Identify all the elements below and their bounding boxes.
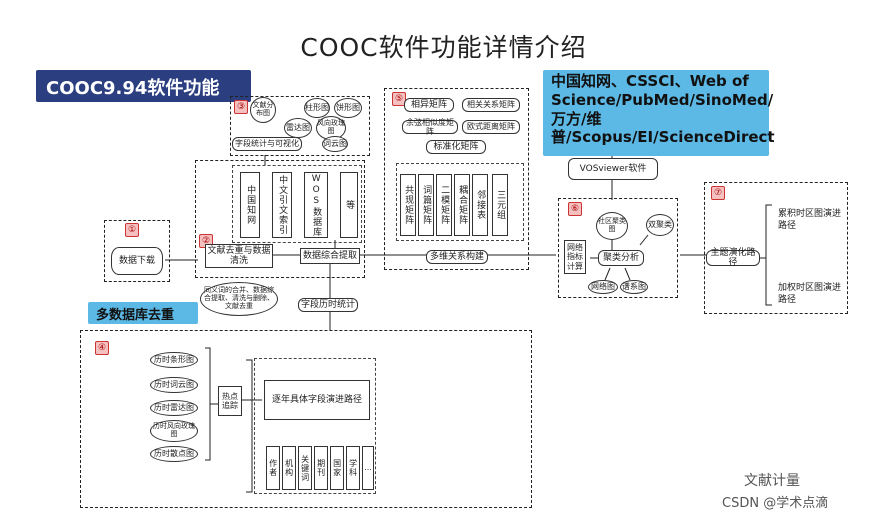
matrix-correlation: 相关关系矩阵 (462, 98, 520, 112)
page-title: COOC软件功能详情介绍 (300, 33, 587, 62)
hist-oval-scatter: 历时散点图 (150, 446, 198, 462)
hotspot-box: 热点追踪 (218, 386, 242, 416)
hist-oval-bar: 历时条形图 (150, 352, 198, 368)
net-types-box (396, 163, 524, 241)
extract-box: 数据综合提取 (300, 248, 360, 264)
field-stat-box: 字段历时统计 (298, 298, 358, 312)
net-type-coupling: 耦合矩阵 (454, 174, 470, 236)
cluster-oval-bicluster: 双聚类 (646, 214, 674, 236)
theme-path-box: 主题演化路径 (706, 248, 760, 268)
net-type-twomode: 二模矩阵 (436, 174, 452, 236)
db-source-wos: WOS数据库 (304, 172, 328, 238)
cluster-section: ⑥ (558, 198, 678, 298)
step-number-1: ① (125, 223, 139, 237)
viz-oval-bar: 柱形图 (304, 98, 330, 118)
net-type-adjacency: 邻接表 (472, 174, 488, 236)
step-number-6: ⑥ (568, 202, 582, 216)
step-number-7: ⑦ (711, 186, 725, 200)
field-more: ... (362, 446, 374, 490)
cluster-oval-network: 网络图 (588, 280, 618, 294)
db-sources-box (232, 165, 362, 243)
viz-oval-pie: 饼形图 (334, 98, 362, 118)
watermark-text: 文献计量 (744, 473, 800, 489)
download-box: 数据下载 (111, 247, 163, 275)
synonym-note: 同义词的合并、数据综合提取、清洗与删除、文献去重 (200, 282, 278, 316)
hist-oval-wordcloud: 历时词云图 (150, 377, 198, 393)
matrix-euclid: 欧式距离矩阵 (462, 120, 520, 134)
cluster-oval-dendrogram: 谱系图 (620, 280, 648, 294)
theme-section: ⑦ (704, 182, 848, 314)
csdn-watermark: CSDN @学术点滴 (722, 496, 829, 511)
field-keyword: 关键词 (298, 446, 312, 490)
net-type-triple: 三元组 (492, 174, 508, 236)
main-banner: COOC9.94软件功能 (36, 70, 251, 102)
hist-oval-radar: 历时雷达图 (150, 400, 198, 416)
net-index-box: 网络指标计算 (564, 240, 586, 274)
history-section: ④ (80, 330, 532, 508)
step-number-3: ③ (234, 100, 248, 114)
field-discipline: 学科 (346, 446, 360, 490)
viz-oval-wordcloud: 词云图 (322, 136, 348, 152)
step-number-4: ④ (95, 341, 109, 355)
dedup-banner: 多数据库去重 (88, 302, 198, 324)
hist-oval-rose: 历时风向玫瑰图 (150, 420, 198, 442)
db-source-cnki: 中国知网 (240, 172, 260, 238)
net-type-wordarticle: 词篇矩阵 (418, 174, 434, 236)
cluster-oval-community: 社区聚类图 (596, 212, 628, 240)
yearly-box: 逐年具体字段演进路径 (264, 380, 370, 420)
vosviewer-box: VOSviewer软件 (568, 158, 658, 180)
matrix-section: ⑤ (384, 88, 529, 270)
viz-oval-radar: 雷达图 (284, 118, 312, 138)
cluster-box: 聚类分析 (598, 250, 644, 266)
download-section: ① 数据下载 (104, 220, 170, 282)
field-institution: 机构 (282, 446, 296, 490)
matrix-standard: 标准化矩阵 (426, 140, 486, 154)
field-author: 作者 (266, 446, 280, 490)
viz-label: 字段统计与可视化 (232, 137, 302, 151)
clean-box: 文献去重与数据清洗 (205, 244, 273, 268)
viz-oval-distribution: 文献分布图 (250, 97, 276, 123)
matrix-cosine: 余弦相似度矩阵 (402, 118, 458, 136)
db-source-cssci: 中文引文索引 (272, 172, 292, 238)
theme-item-cumulative: 累积时区图演进路径 (778, 209, 842, 232)
sources-banner: 中国知网、CSSCI、Web of Science/PubMed/SinoMed… (543, 70, 775, 156)
matrix-dissimilar: 相异矩阵 (404, 98, 454, 112)
net-type-cooccur: 共现矩阵 (400, 174, 416, 236)
viz-section: ③ (230, 96, 370, 156)
field-country: 国家 (330, 446, 344, 490)
yearly-area (254, 358, 376, 494)
theme-item-weighted: 加权时区图演进路径 (778, 283, 842, 306)
multi-build-box: 多维关系构建 (426, 250, 488, 264)
field-journal: 期刊 (314, 446, 328, 490)
db-source-etc: 等 (340, 172, 358, 238)
